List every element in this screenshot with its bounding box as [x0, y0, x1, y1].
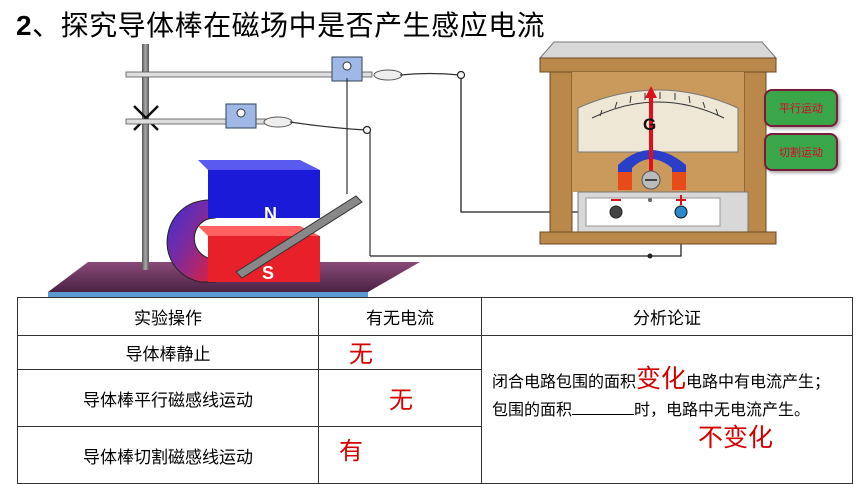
title-text: 探究导体棒在磁场中是否产生感应电流: [60, 9, 546, 42]
current-cell: 无: [318, 335, 482, 370]
upper-holder-rod: [125, 56, 403, 82]
analysis-blank: [572, 400, 635, 415]
current-answer: 无: [349, 340, 373, 368]
table-header-row: 实验操作 有无电流 分析论证: [17, 297, 853, 336]
parallel-motion-button[interactable]: 平行运动: [764, 89, 838, 127]
analysis-text-3: 时，电路中无电流产生。: [634, 399, 811, 419]
analysis-text-2: 电路中有电流产生；包围的面积: [492, 371, 831, 419]
magnet-s-label: S: [262, 263, 274, 283]
current-answer: 无: [389, 386, 413, 414]
suspension-wires: [289, 72, 461, 256]
pole-clamp: [133, 105, 159, 131]
galvanometer: [538, 41, 778, 245]
current-cell: 有: [318, 426, 482, 484]
table-row: 导体棒静止 无 闭合电路包围的面积变化电路中有电流产生；包围的面积时，电路中无电…: [17, 335, 853, 484]
current-cell: 无: [318, 369, 482, 427]
experiment-illustration: N S: [48, 41, 778, 298]
title-separator: 、: [32, 9, 61, 42]
conductor-rod: [235, 195, 363, 279]
operation-cell: 导体棒平行磁感线运动: [17, 369, 319, 427]
horseshoe-magnet: [166, 160, 320, 283]
analysis-cell: 闭合电路包围的面积变化电路中有电流产生；包围的面积时，电路中无电流产生。不变化: [481, 335, 853, 484]
lower-holder-rod: [125, 103, 293, 129]
analysis-text-1: 闭合电路包围的面积: [492, 371, 637, 391]
galvanometer-label: G: [643, 115, 656, 134]
experiment-table: 实验操作 有无电流 分析论证 导体棒静止 无 闭合电路包围的面积变化电路中有电流…: [17, 297, 853, 484]
operation-cell: 导体棒静止: [17, 335, 319, 370]
title-number: 2: [16, 10, 33, 41]
current-answer: 有: [339, 437, 363, 465]
analysis-answer-2: 不变化: [698, 422, 774, 452]
analysis-answer-1: 变化: [636, 363, 687, 393]
magnet-n-label: N: [264, 204, 277, 224]
operation-cell: 导体棒切割磁感线运动: [17, 426, 319, 484]
cutting-motion-button[interactable]: 切割运动: [764, 133, 838, 171]
header-current: 有无电流: [318, 297, 482, 336]
table-row: 导体棒切割磁感线运动 有: [17, 426, 853, 484]
header-operation: 实验操作: [17, 297, 319, 336]
table-row: 导体棒平行磁感线运动 无: [17, 369, 853, 427]
slide-title: 2、探究导体棒在磁场中是否产生感应电流: [16, 4, 545, 44]
header-analysis: 分析论证: [481, 297, 853, 336]
stand-pole: [142, 44, 149, 270]
